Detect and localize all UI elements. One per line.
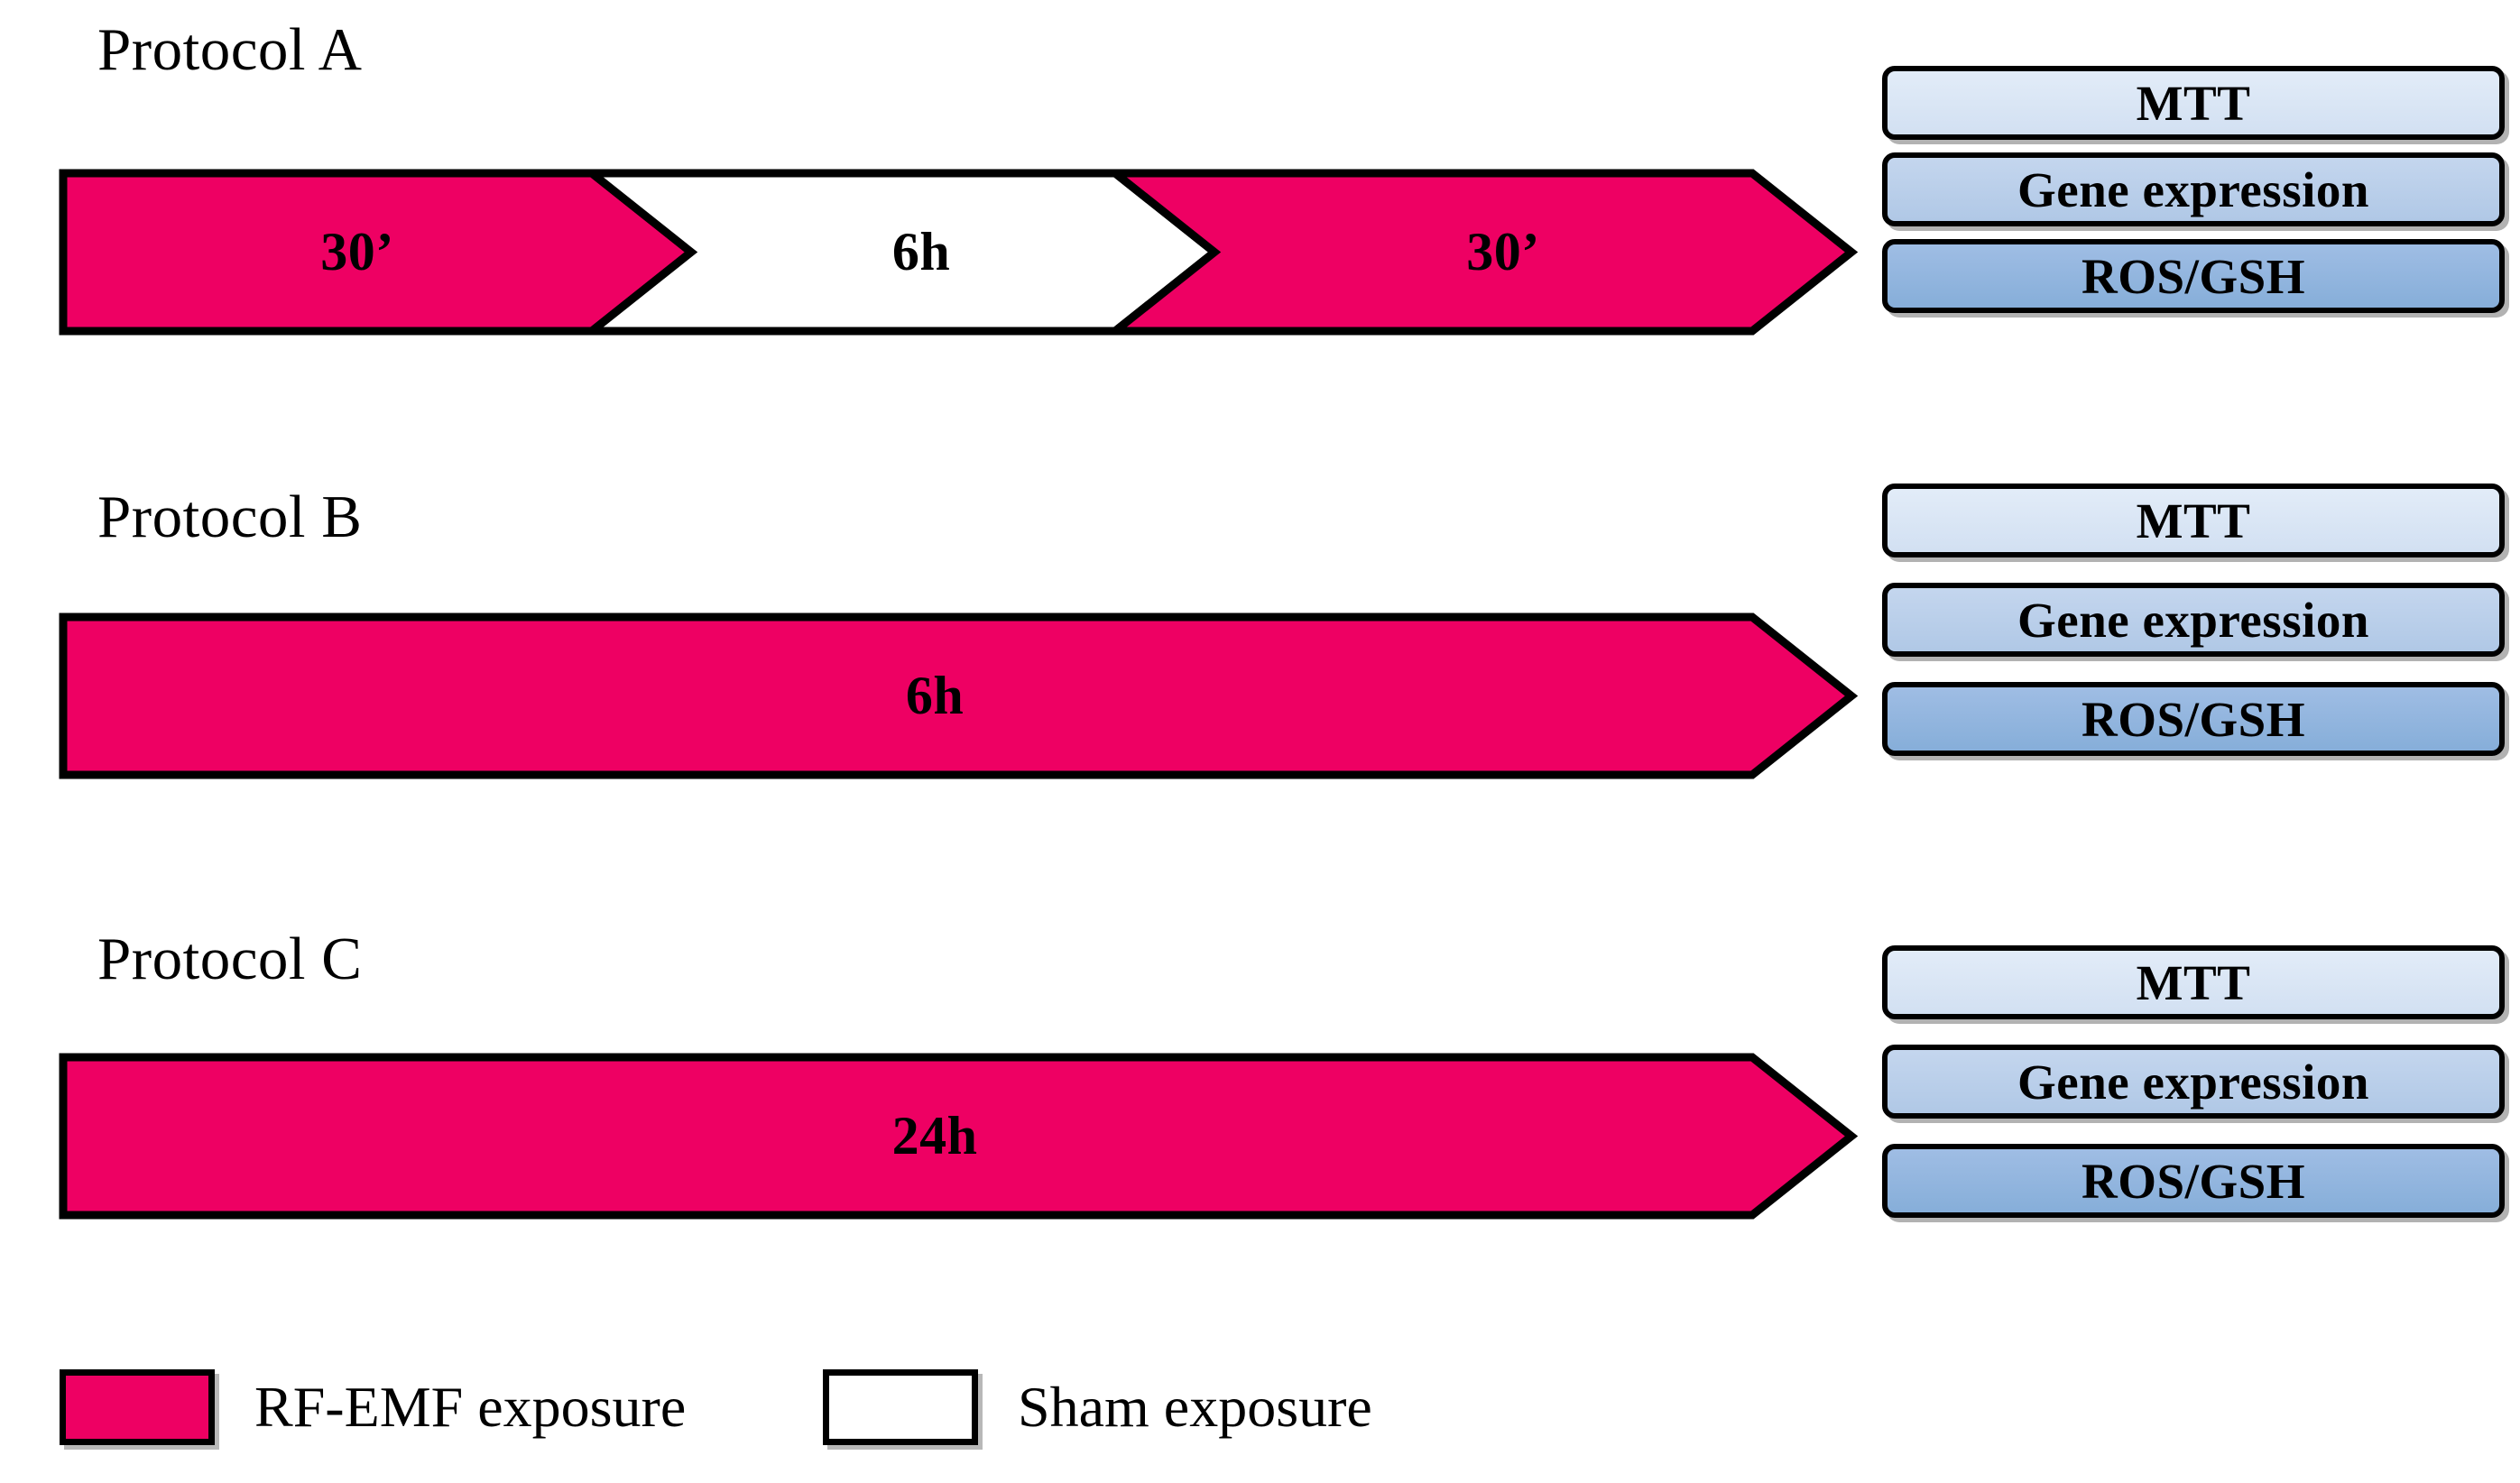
protocol-c-title: Protocol C [97, 926, 363, 992]
legend-item-rf-emf-exposure: RF-EMF exposure [60, 1369, 686, 1445]
protocol-a-title: Protocol A [97, 16, 363, 83]
assay-box-gene-expression-b: Gene expression [1882, 583, 2505, 657]
legend-label-sham-exposure: Sham exposure [1018, 1375, 1372, 1439]
assay-box-mtt-c: MTT [1882, 945, 2505, 1019]
legend-item-sham-exposure: Sham exposure [823, 1369, 1372, 1445]
timeline-arrow-a [59, 169, 1859, 336]
assay-box-gene-expression-a: Gene expression [1882, 152, 2505, 226]
timeline-segment-exposure-1 [59, 169, 698, 336]
protocol-a-assay-stack: MTT Gene expression ROS/GSH [1882, 66, 2505, 326]
assay-box-mtt-b: MTT [1882, 484, 2505, 557]
assay-box-gene-expression-c: Gene expression [1882, 1045, 2505, 1119]
legend-swatch-sham-exposure [823, 1369, 978, 1445]
timeline-segment-sham-1 [580, 169, 1222, 336]
timeline-arrow-c [59, 1053, 1859, 1220]
protocol-b-timeline: 6h [59, 613, 1859, 779]
protocol-b-assay-stack: MTT Gene expression ROS/GSH [1882, 484, 2505, 781]
protocol-b-title: Protocol B [97, 484, 363, 550]
protocol-c-timeline: 24h [59, 1053, 1859, 1220]
assay-box-ros-gsh-b: ROS/GSH [1882, 682, 2505, 756]
protocol-a-timeline: 30’ 6h 30’ [59, 169, 1859, 336]
protocol-row-b: Protocol B 6h MTT Gene expression ROS/GS… [0, 451, 2520, 893]
legend-label-rf-emf-exposure: RF-EMF exposure [254, 1375, 687, 1439]
timeline-segment-exposure-2 [1103, 169, 1859, 336]
timeline-segment-exposure-1 [59, 1053, 1859, 1220]
protocol-row-c: Protocol C 24h MTT Gene expression ROS/G… [0, 893, 2520, 1335]
assay-box-mtt-a: MTT [1882, 66, 2505, 140]
legend-swatch-rf-emf-exposure [60, 1369, 215, 1445]
assay-box-ros-gsh-a: ROS/GSH [1882, 239, 2505, 313]
protocol-row-a: Protocol A 30’ 6h 30’ MTT Gene expressio… [0, 0, 2520, 451]
assay-box-ros-gsh-c: ROS/GSH [1882, 1144, 2505, 1218]
figure-legend: RF-EMF exposure Sham exposure [0, 1344, 2520, 1483]
protocol-c-assay-stack: MTT Gene expression ROS/GSH [1882, 945, 2505, 1243]
timeline-arrow-b [59, 613, 1859, 779]
timeline-segment-exposure-1 [59, 613, 1859, 779]
